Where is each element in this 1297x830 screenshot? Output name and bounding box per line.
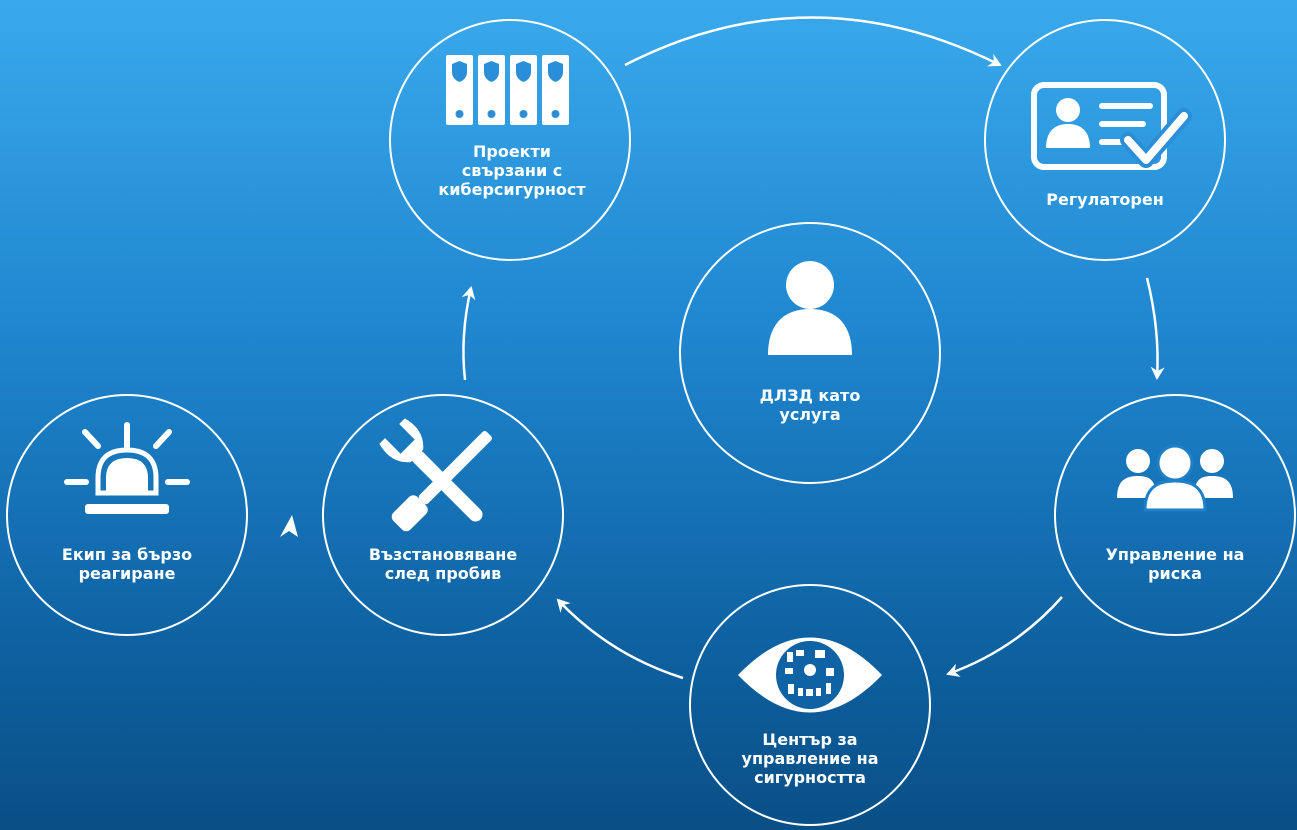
recovery-line1: Възстановяване [368, 545, 518, 564]
node-recovery-label: Възстановяване след пробив [369, 545, 517, 583]
eye-icon [738, 637, 882, 713]
id-card-check-icon [1031, 82, 1192, 170]
node-response-label: Екип за бързо реагиране [62, 545, 192, 583]
group-icon [1117, 444, 1233, 512]
risk-line1: Управление на [1105, 545, 1245, 564]
arrow-recovery-to-projects [461, 286, 476, 381]
arrow-risk-to-soc [946, 596, 1063, 677]
arrow-regulatory-to-risk [1145, 277, 1165, 380]
wrench-screwdriver-icon [379, 418, 492, 532]
risk-line2: риска [1148, 564, 1202, 583]
node-regulatory-circle [984, 19, 1226, 261]
center-title-line1: ДЛЗД като [759, 386, 861, 405]
projects-line1: Проекти [472, 142, 552, 161]
siren-icon [64, 422, 190, 514]
projects-line2: свързани с [461, 161, 563, 180]
arrow-soc-to-recovery [556, 598, 684, 680]
node-soc-label: Център за управление на сигурността [742, 730, 879, 787]
center-title-line2: услуга [779, 405, 841, 424]
recovery-line2: след пробив [384, 564, 502, 583]
soc-line1: Център за [762, 730, 858, 749]
node-recovery-circle [322, 394, 564, 636]
response-line2: реагиране [78, 564, 176, 583]
node-regulatory-label: Регулаторен [1046, 190, 1164, 209]
node-soc-circle [689, 584, 931, 826]
node-risk-label: Управление на риска [1106, 545, 1245, 583]
projects-line3: киберсигурност [438, 180, 586, 199]
regulatory-line1: Регулаторен [1046, 190, 1164, 209]
arrow-projects-to-regulatory [624, 16, 1002, 67]
node-projects-label: Проекти свързани с киберсигурност [438, 142, 585, 199]
response-line1: Екип за бързо [61, 545, 193, 564]
soc-line2: управление на [741, 749, 879, 768]
shield-binders-icon [446, 55, 569, 125]
node-center-circle [679, 222, 941, 484]
node-risk-circle [1054, 394, 1296, 636]
node-response-circle [6, 394, 248, 636]
node-projects-circle [389, 19, 631, 261]
person-icon [768, 261, 852, 355]
arrowhead-to-response [280, 515, 298, 537]
node-center-label: ДЛЗД като услуга [760, 386, 861, 424]
soc-line3: сигурността [754, 768, 866, 787]
